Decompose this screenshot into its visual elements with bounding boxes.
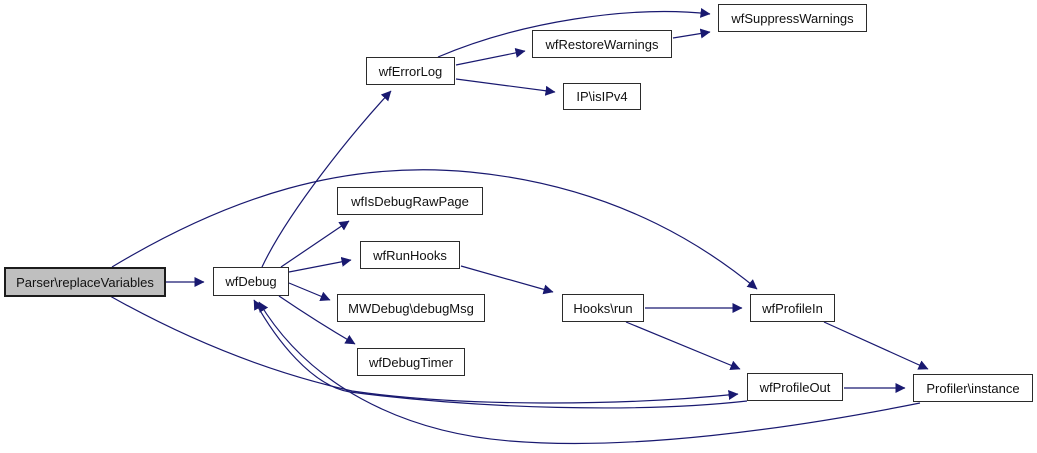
graph-node-wfdebug[interactable]: wfDebug bbox=[213, 267, 289, 296]
edge-wfdebug-to-wfrunhooks bbox=[288, 256, 352, 273]
edge-wfdebug-to-wfdebugtimer bbox=[278, 295, 356, 345]
graph-node-label: wfDebugTimer bbox=[368, 354, 454, 370]
graph-node-wfprofilein[interactable]: wfProfileIn bbox=[750, 294, 835, 322]
graph-node-wfrunhooks[interactable]: wfRunHooks bbox=[360, 241, 460, 269]
graph-node-ip-isipv4[interactable]: IP\isIPv4 bbox=[563, 83, 641, 110]
graph-node-wferrorlog[interactable]: wfErrorLog bbox=[366, 57, 455, 85]
graph-node-wfrestorewarnings[interactable]: wfRestoreWarnings bbox=[532, 30, 672, 58]
edge-parser-replacevariables-to-wfprofilein bbox=[111, 169, 758, 290]
graph-node-label: wfProfileOut bbox=[759, 379, 831, 395]
graph-node-label: wfIsDebugRawPage bbox=[351, 193, 469, 209]
graph-node-label: wfErrorLog bbox=[378, 63, 443, 79]
edge-wferrorlog-to-wfsuppresswarnings bbox=[437, 7, 711, 58]
graph-node-label: wfDebug bbox=[225, 274, 277, 289]
edge-wferrorlog-to-ip-isipv4 bbox=[455, 78, 556, 96]
edge-wfdebug-to-wfisdebugrawpage bbox=[280, 220, 350, 268]
edge-wfprofileout-to-wfdebug bbox=[253, 299, 748, 409]
graph-node-label: Profiler\instance bbox=[926, 380, 1020, 396]
graph-node-wfdebugtimer[interactable]: wfDebugTimer bbox=[357, 348, 465, 376]
edge-wfrunhooks-to-hooks-run bbox=[460, 265, 554, 295]
graph-node-label: Hooks\run bbox=[573, 300, 633, 316]
edge-wfrestorewarnings-to-wfsuppresswarnings bbox=[672, 28, 711, 39]
graph-node-label: IP\isIPv4 bbox=[576, 89, 628, 104]
edge-wferrorlog-to-wfrestorewarnings bbox=[455, 47, 526, 66]
graph-node-wfisdebugrawpage[interactable]: wfIsDebugRawPage bbox=[337, 187, 483, 215]
edge-group bbox=[109, 7, 929, 445]
edge-wfdebug-to-mwdebug-debugmsg bbox=[288, 282, 331, 301]
graph-node-label: wfProfileIn bbox=[762, 300, 823, 316]
graph-node-label: MWDebug\debugMsg bbox=[348, 300, 474, 316]
graph-node-wfsuppresswarnings[interactable]: wfSuppressWarnings bbox=[718, 4, 867, 32]
edge-hooks-run-to-wfprofileout bbox=[625, 321, 741, 371]
graph-node-label: wfRunHooks bbox=[373, 247, 447, 263]
edge-profiler-instance-to-wfdebug bbox=[258, 301, 921, 445]
graph-node-hooks-run[interactable]: Hooks\run bbox=[562, 294, 644, 322]
edge-parser-replacevariables-to-wfprofileout bbox=[109, 295, 739, 404]
graph-node-label: Parser\replaceVariables bbox=[16, 274, 154, 290]
edge-wfdebug-to-wferrorlog bbox=[261, 90, 392, 268]
graph-node-wfprofileout[interactable]: wfProfileOut bbox=[747, 373, 843, 401]
graph-node-profiler-instance[interactable]: Profiler\instance bbox=[913, 374, 1033, 402]
edge-wfprofilein-to-profiler-instance bbox=[823, 321, 929, 370]
graph-node-label: wfSuppressWarnings bbox=[731, 10, 854, 26]
graph-node-mwdebug-debugmsg[interactable]: MWDebug\debugMsg bbox=[337, 294, 485, 322]
graph-node-label: wfRestoreWarnings bbox=[545, 36, 659, 52]
graph-node-parser-replacevariables: Parser\replaceVariables bbox=[4, 267, 166, 297]
